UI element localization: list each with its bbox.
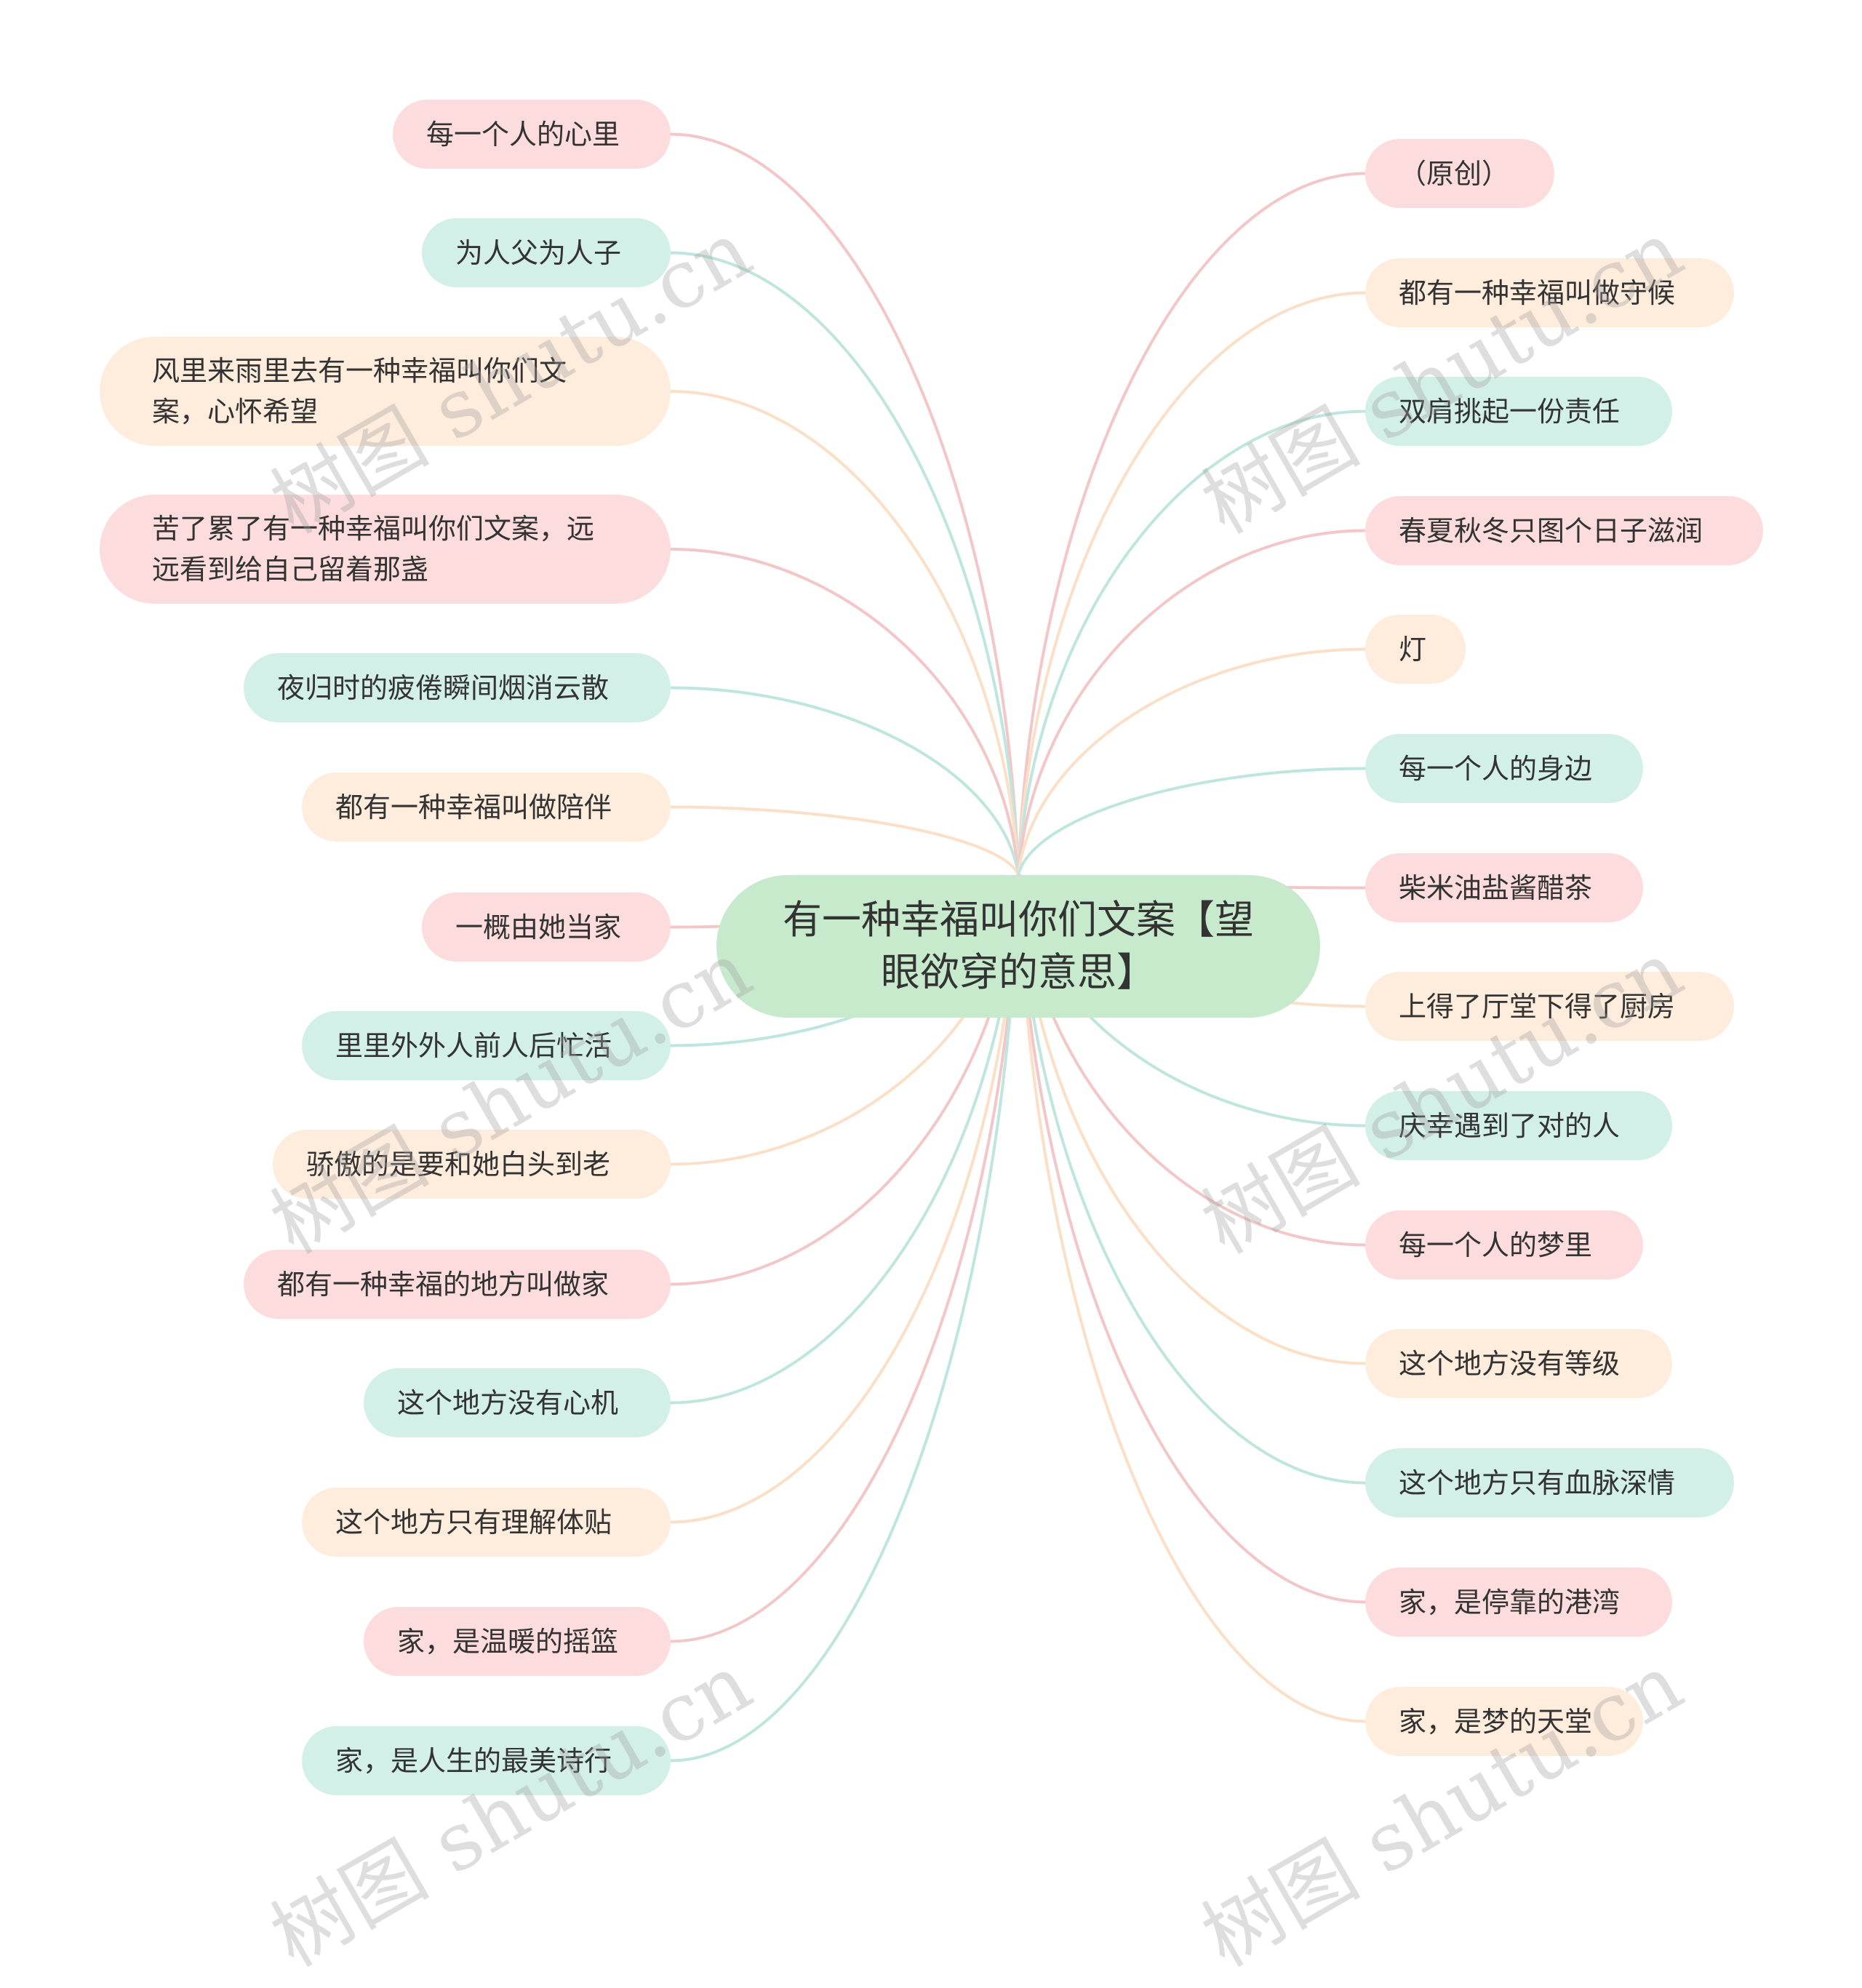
- left-connector-1: [670, 132, 1020, 876]
- left-branch-label-14: 家，是人生的最美诗行: [335, 1744, 612, 1777]
- left-branch-label-5: 夜归时的疲倦瞬间烟消云散: [277, 671, 610, 704]
- left-branch-label-7: 一概由她当家: [455, 911, 622, 943]
- left-branch-label-11: 这个地方没有心机: [397, 1386, 619, 1419]
- left-connector-2: [670, 251, 1020, 876]
- left-branch-node-13[interactable]: 家，是温暖的摇篮: [364, 1607, 671, 1676]
- left-connector-3: [670, 390, 1020, 876]
- left-branch-node-2[interactable]: 为人父为人子: [422, 218, 671, 287]
- right-branch-node-6[interactable]: 每一个人的身边: [1365, 734, 1643, 803]
- right-branch-label-10: 每一个人的梦里: [1399, 1229, 1593, 1261]
- right-branch-node-14[interactable]: 家，是梦的天堂: [1365, 1687, 1643, 1756]
- left-branch-label-4: 苦了累了有一种幸福叫你们文案，远远看到给自己留着那盏: [152, 513, 595, 586]
- right-connector-4: [1017, 529, 1366, 876]
- left-branch-label-12: 这个地方只有理解体贴: [335, 1506, 612, 1538]
- left-branch-node-6[interactable]: 都有一种幸福叫做陪伴: [302, 773, 671, 842]
- left-branch-node-8[interactable]: 里里外外人前人后忙活: [302, 1011, 671, 1080]
- right-branch-label-5: 灯: [1399, 633, 1427, 666]
- left-branch-label-13: 家，是温暖的摇篮: [397, 1625, 619, 1658]
- right-connector-14: [1017, 874, 1366, 1723]
- right-branch-label-14: 家，是梦的天堂: [1399, 1705, 1593, 1738]
- left-branch-label-6: 都有一种幸福叫做陪伴: [335, 791, 612, 823]
- right-connector-5: [1017, 647, 1366, 876]
- right-branch-node-1[interactable]: （原创）: [1365, 139, 1554, 208]
- right-connector-6: [1017, 767, 1366, 876]
- right-connector-1: [1017, 172, 1366, 876]
- left-branch-node-4[interactable]: 苦了累了有一种幸福叫你们文案，远远看到给自己留着那盏: [100, 495, 671, 604]
- right-branch-label-12: 这个地方只有血脉深情: [1399, 1466, 1676, 1499]
- left-branch-label-8: 里里外外人前人后忙活: [335, 1029, 612, 1062]
- left-connector-6: [670, 805, 1020, 876]
- left-branch-label-2: 为人父为人子: [455, 236, 622, 269]
- right-branch-label-7: 柴米油盐酱醋茶: [1399, 871, 1593, 904]
- right-branch-label-2: 都有一种幸福叫做守候: [1399, 276, 1676, 309]
- right-connector-2: [1017, 291, 1366, 876]
- right-branch-label-8: 上得了厅堂下得了厨房: [1399, 990, 1676, 1023]
- right-connector-13: [1017, 874, 1366, 1604]
- right-branch-node-10[interactable]: 每一个人的梦里: [1365, 1210, 1643, 1280]
- right-branch-label-9: 庆幸遇到了对的人: [1399, 1109, 1621, 1142]
- right-branch-node-7[interactable]: 柴米油盐酱醋茶: [1365, 853, 1643, 922]
- left-branch-node-10[interactable]: 都有一种幸福的地方叫做家: [244, 1250, 671, 1319]
- left-branch-node-11[interactable]: 这个地方没有心机: [364, 1368, 671, 1437]
- left-branch-node-1[interactable]: 每一个人的心里: [393, 100, 671, 169]
- left-connector-5: [670, 686, 1020, 876]
- right-branch-node-4[interactable]: 春夏秋冬只图个日子滋润: [1365, 496, 1763, 565]
- right-branch-label-6: 每一个人的身边: [1399, 752, 1593, 785]
- right-branch-label-11: 这个地方没有等级: [1399, 1347, 1621, 1380]
- right-branch-node-5[interactable]: 灯: [1365, 615, 1466, 684]
- left-branch-node-5[interactable]: 夜归时的疲倦瞬间烟消云散: [244, 653, 671, 722]
- left-branch-node-3[interactable]: 风里来雨里去有一种幸福叫你们文案，心怀希望: [100, 337, 671, 446]
- right-connector-3: [1017, 410, 1366, 876]
- right-branch-label-4: 春夏秋冬只图个日子滋润: [1399, 514, 1703, 547]
- left-branch-label-1: 每一个人的心里: [426, 118, 620, 151]
- right-branch-node-13[interactable]: 家，是停靠的港湾: [1365, 1568, 1672, 1637]
- left-connector-12: [670, 874, 1020, 1524]
- left-connector-13: [670, 874, 1020, 1643]
- left-branch-node-7[interactable]: 一概由她当家: [422, 893, 671, 962]
- left-connector-4: [670, 548, 1020, 876]
- left-branch-node-14[interactable]: 家，是人生的最美诗行: [302, 1726, 671, 1795]
- center-topic[interactable]: 有一种幸福叫你们文案【望眼欲穿的意思】: [716, 875, 1320, 1018]
- right-branch-node-3[interactable]: 双肩挑起一份责任: [1365, 377, 1672, 446]
- left-branch-label-9: 骄傲的是要和她白头到老: [306, 1148, 611, 1181]
- right-branch-node-11[interactable]: 这个地方没有等级: [1365, 1329, 1672, 1398]
- right-branch-node-12[interactable]: 这个地方只有血脉深情: [1365, 1448, 1734, 1517]
- left-connector-14: [670, 874, 1020, 1763]
- right-branch-node-2[interactable]: 都有一种幸福叫做守候: [1365, 258, 1734, 327]
- left-branch-label-3: 风里来雨里去有一种幸福叫你们文案，心怀希望: [152, 355, 567, 428]
- right-connector-12: [1017, 874, 1366, 1485]
- left-branch-node-9[interactable]: 骄傲的是要和她白头到老: [273, 1130, 671, 1199]
- right-branch-node-9[interactable]: 庆幸遇到了对的人: [1365, 1091, 1672, 1160]
- right-branch-label-13: 家，是停靠的港湾: [1399, 1586, 1621, 1618]
- center-topic-label: 有一种幸福叫你们文案【望眼欲穿的意思】: [783, 897, 1254, 995]
- right-branch-node-8[interactable]: 上得了厅堂下得了厨房: [1365, 972, 1734, 1041]
- left-branch-node-12[interactable]: 这个地方只有理解体贴: [302, 1488, 671, 1557]
- right-branch-label-3: 双肩挑起一份责任: [1399, 395, 1621, 428]
- right-branch-label-1: （原创）: [1399, 157, 1510, 190]
- left-branch-label-10: 都有一种幸福的地方叫做家: [277, 1268, 610, 1301]
